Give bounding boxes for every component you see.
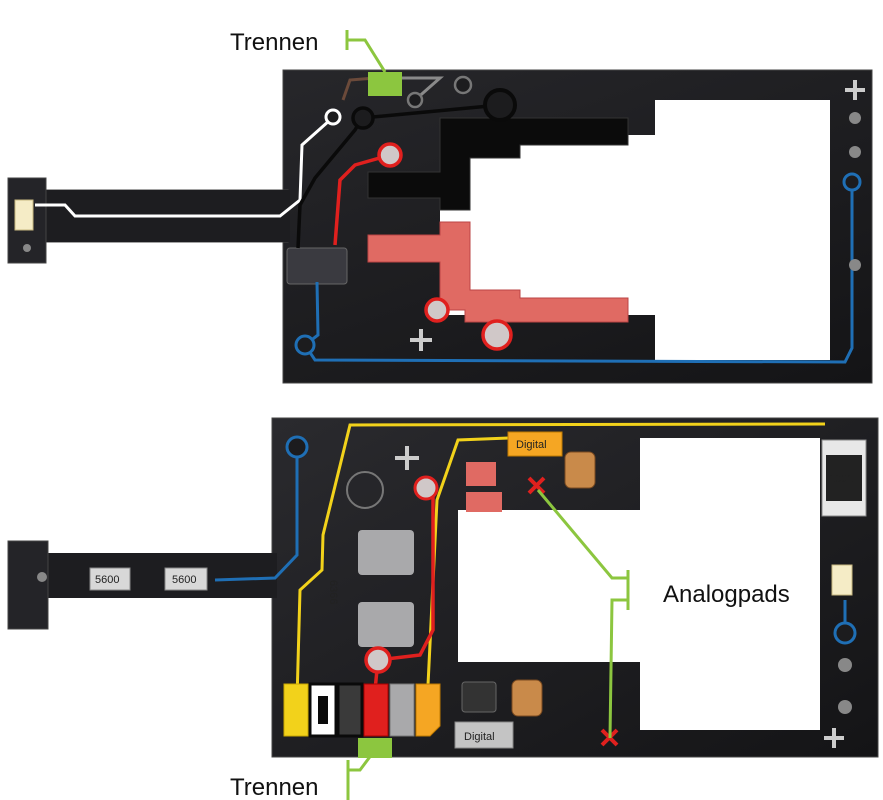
bottom-cross-top-icon (527, 476, 546, 495)
bottom-trennen-callout-line (346, 749, 377, 800)
bottom-blue-track (214, 450, 299, 582)
bottom-resistor-1-label: 5600 (95, 574, 119, 586)
top-pad-black-2 (483, 88, 517, 122)
top-pad-right-2 (849, 146, 861, 158)
bottom-resistor-1 (89, 567, 131, 591)
top-pad-red-2 (424, 297, 450, 323)
bottom-digital-bottom-label: Digital (464, 731, 495, 743)
top-grey-track (395, 76, 444, 102)
bottom-grey-block-2 (358, 602, 414, 647)
bottom-board: 5600 5600 1001 6366 (7, 417, 879, 758)
bottom-pad-right-1 (838, 658, 852, 672)
bottom-trennen-marker (358, 738, 392, 758)
top-pad-white (324, 108, 342, 126)
bottom-yellow-track (295, 422, 826, 701)
top-black-contact (367, 117, 629, 211)
bottom-digital-top-label: Digital (516, 439, 547, 451)
bottom-digital-bottom-box (454, 721, 514, 749)
bottom-conn-black (336, 682, 364, 738)
bottom-conn-grey (389, 683, 415, 737)
top-plus-2-icon (410, 329, 432, 351)
top-red-contact (367, 221, 629, 323)
bottom-conn-orange (415, 683, 441, 737)
bottom-trennen-label: Trennen (230, 774, 319, 800)
top-trennen-label: Trennen (230, 29, 319, 56)
top-white-track (35, 118, 331, 218)
bottom-pad-hole (346, 471, 384, 509)
bottom-pad-blue-1 (285, 435, 309, 459)
bottom-flex-pad (37, 572, 47, 582)
bottom-cutout-inner (458, 510, 640, 662)
top-trennen-marker (368, 72, 402, 96)
top-pad-grey-1 (406, 91, 424, 109)
top-pad-right-1 (849, 112, 861, 124)
top-pad-red-3 (481, 319, 513, 351)
top-cutout-inner (440, 135, 655, 315)
top-brown-track (341, 76, 376, 101)
bottom-resistor-3-label: 1001 (829, 473, 853, 485)
top-pad-flex (23, 244, 31, 252)
top-black-track (296, 103, 501, 249)
analogpads-label: Analogpads (663, 581, 790, 608)
bottom-red-pad-2 (466, 492, 502, 512)
bottom-flex-tab (7, 540, 49, 630)
top-plus-1-icon (845, 80, 865, 100)
bottom-pad-blue-2 (833, 621, 857, 645)
top-pad-black-1 (351, 106, 375, 130)
bottom-pad-red-2 (413, 475, 439, 501)
top-blue-track (302, 182, 854, 364)
top-cutout-main (655, 100, 830, 360)
top-trennen-callout-line (345, 30, 387, 73)
bottom-conn-white-inner (318, 696, 328, 724)
analogpads-callout-line (536, 489, 630, 739)
bottom-grey-block-1 (358, 530, 414, 575)
top-pad-blue-1 (294, 334, 316, 356)
bottom-digital-top-box (507, 431, 563, 457)
bottom-plus-1-icon (395, 446, 419, 470)
bottom-resistor-2-label: 5600 (172, 574, 196, 586)
bottom-flex-strip (45, 553, 277, 598)
bottom-pad-right-2 (838, 700, 852, 714)
top-led (14, 199, 34, 231)
bottom-resistor-2 (164, 567, 208, 591)
bottom-red-pad-1 (466, 462, 496, 486)
bottom-pad-red-1 (364, 646, 392, 674)
top-pad-blue-2 (842, 172, 862, 192)
top-pad-red-1 (377, 142, 403, 168)
top-pad-right-3 (849, 259, 861, 271)
bottom-conn-red (363, 683, 389, 737)
top-pad-grey-2 (453, 75, 473, 95)
bottom-transistor (461, 681, 497, 713)
bottom-diode-top (564, 451, 596, 489)
bottom-led (831, 564, 853, 596)
top-red-track (333, 153, 391, 246)
bottom-plus-2-icon (824, 728, 844, 748)
bottom-conn-yellow (283, 683, 309, 737)
bottom-resistor-3-body (826, 455, 862, 501)
bottom-diode-bottom (511, 679, 543, 717)
bottom-board-code: 6366 (327, 580, 339, 604)
top-chip (286, 247, 348, 285)
top-board (7, 69, 873, 384)
bottom-cutout-main (640, 438, 820, 730)
